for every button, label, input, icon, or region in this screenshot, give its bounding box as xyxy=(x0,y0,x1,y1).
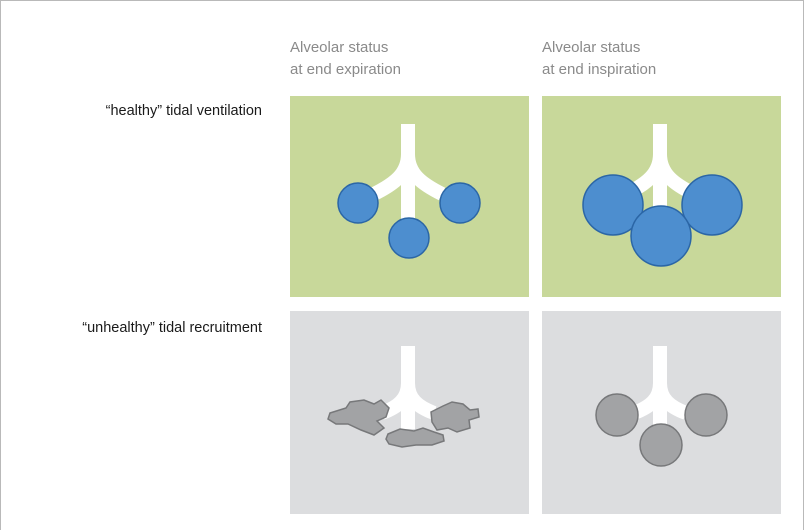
row-label-unhealthy: “unhealthy” tidal recruitment xyxy=(82,320,262,336)
collapsed-alveolus-right xyxy=(430,401,480,433)
alveolus-right xyxy=(439,182,481,224)
column-header-line1: Alveolar status xyxy=(290,39,389,56)
column-header-inspiration: Alveolar status at end inspiration xyxy=(542,37,656,81)
alveolus-left xyxy=(337,182,379,224)
alveolus-bottom xyxy=(388,217,430,259)
row-label-healthy: “healthy” tidal ventilation xyxy=(105,103,262,119)
column-header-line1: Alveolar status xyxy=(542,39,641,56)
alveolus-right xyxy=(684,393,728,437)
alveolus-bottom xyxy=(630,205,692,267)
column-header-line2: at end inspiration xyxy=(542,61,657,78)
collapsed-alveolus-bottom xyxy=(385,427,445,448)
alveolus-bottom xyxy=(639,423,683,467)
panel-healthy-inspiration xyxy=(542,96,781,297)
column-header-expiration: Alveolar status at end expiration xyxy=(290,37,401,81)
panel-healthy-expiration xyxy=(290,96,529,297)
airway-tree xyxy=(631,346,689,429)
collapsed-alveolus-left xyxy=(327,399,390,436)
alveolus-right xyxy=(681,174,743,236)
column-header-line2: at end expiration xyxy=(290,61,401,78)
alveolus-left xyxy=(595,393,639,437)
panel-unhealthy-expiration xyxy=(290,311,529,514)
alveolus-left xyxy=(582,174,644,236)
panel-unhealthy-inspiration xyxy=(542,311,781,514)
airway-tree xyxy=(370,124,446,224)
